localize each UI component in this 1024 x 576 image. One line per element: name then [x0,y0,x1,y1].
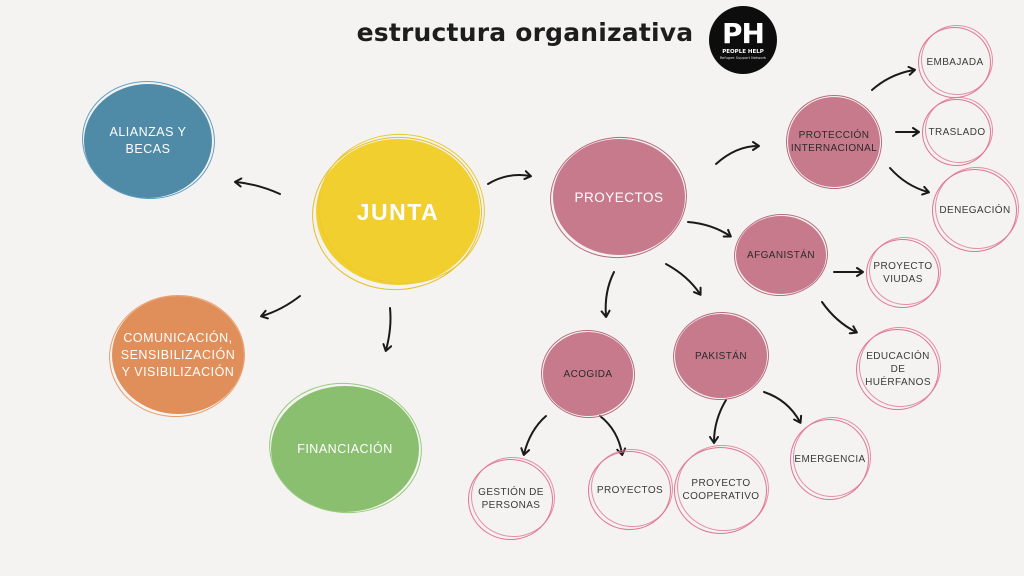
node-afganistan: AFGANISTÁN [730,210,832,300]
arrow-proyectos-to-acogida [600,271,615,318]
arrow-proyectos-to-afganistan [687,221,732,238]
node-embajada: EMBAJADA [918,27,991,98]
arrow-junta-to-comunicacion [260,295,301,320]
afganistan-label: AFGANISTÁN [747,249,815,261]
pakistan-label: PAKISTÁN [695,350,747,362]
arrow-proteccion-to-embajada [871,65,916,91]
emergencia-label: EMERGENCIA [794,453,866,465]
logo-name: PEOPLE HELP [722,48,764,55]
financiacion-label: FINANCIACIÓN [297,442,393,456]
node-alianzas-becas: ALIANZAS Y BECAS [77,75,220,205]
node-proyectos: PROYECTOS [544,130,693,265]
node-pakistan: PAKISTÁN [668,307,774,405]
traslado-label: TRASLADO [928,126,986,138]
arrow-pakistan-to-cooperativo [709,399,727,444]
alianzas-label: ALIANZAS Y BECAS [109,125,187,156]
node-junta: JUNTA [304,124,494,299]
denegacion-label: DENEGACIÓN [939,204,1011,216]
arrow-pakistan-to-emergencia [763,391,803,424]
node-proyecto-cooperativo: PROYECTO COOPERATIVO [674,447,767,534]
proyectos-label: PROYECTOS [574,189,664,205]
proyecto-viudas-label: PROYECTO VIUDAS [873,261,933,285]
node-gestion-personas: GESTIÓN DE PERSONAS [468,459,553,540]
comunicacion-label: COMUNICACIÓN, SENSIBILIZACIÓN Y VISIBILI… [120,330,236,379]
node-proteccion-internacional: PROTECCIÓN INTERNACIONAL [782,90,886,194]
acogida-label: ACOGIDA [563,368,613,380]
node-comunicacion: COMUNICACIÓN, SENSIBILIZACIÓN Y VISIBILI… [103,289,251,423]
arrow-proyectos-to-pakistan [665,263,702,296]
node-acogida-proyectos: PROYECTOS [588,451,671,530]
node-denegacion: DENEGACIÓN [932,169,1017,252]
arrow-afganistan-to-educacion [821,301,858,335]
page-title: estructura organizativa [356,18,694,47]
acogida-proyectos-label: PROYECTOS [596,484,664,496]
node-educacion-huerfanos: EDUCACIÓN DE HUÉRFANOS [856,329,939,410]
proyecto-cooperativo-label: PROYECTO COOPERATIVO [682,478,760,502]
arrow-junta-to-financiacion [382,307,393,352]
arrow-junta-to-proyectos [487,170,532,185]
proteccion-label: PROTECCIÓN INTERNACIONAL [790,130,878,154]
arrow-acogida-to-gestion [520,415,547,456]
embajada-label: EMBAJADA [926,56,984,68]
gestion-personas-label: GESTIÓN DE PERSONAS [478,487,544,511]
logo-tagline: Refugee Support Network [719,55,767,60]
logo-mark: PH [722,16,765,50]
node-acogida: ACOGIDA [536,325,640,423]
node-financiacion: FINANCIACIÓN [262,375,429,521]
node-emergencia: EMERGENCIA [790,419,869,500]
educacion-huerfanos-label: EDUCACIÓN DE HUÉRFANOS [865,350,931,388]
arrow-proteccion-to-denegacion [889,167,930,196]
arrow-acogida-to-proyectos-leaf [599,415,627,456]
junta-label: JUNTA [356,198,440,225]
people-help-logo: PH PEOPLE HELP Refugee Support Network [709,6,777,74]
node-traslado: TRASLADO [922,99,991,166]
arrow-junta-to-alianzas [234,177,281,195]
arrow-proyectos-to-proteccion [715,141,760,165]
node-proyecto-viudas: PROYECTO VIUDAS [866,239,939,308]
